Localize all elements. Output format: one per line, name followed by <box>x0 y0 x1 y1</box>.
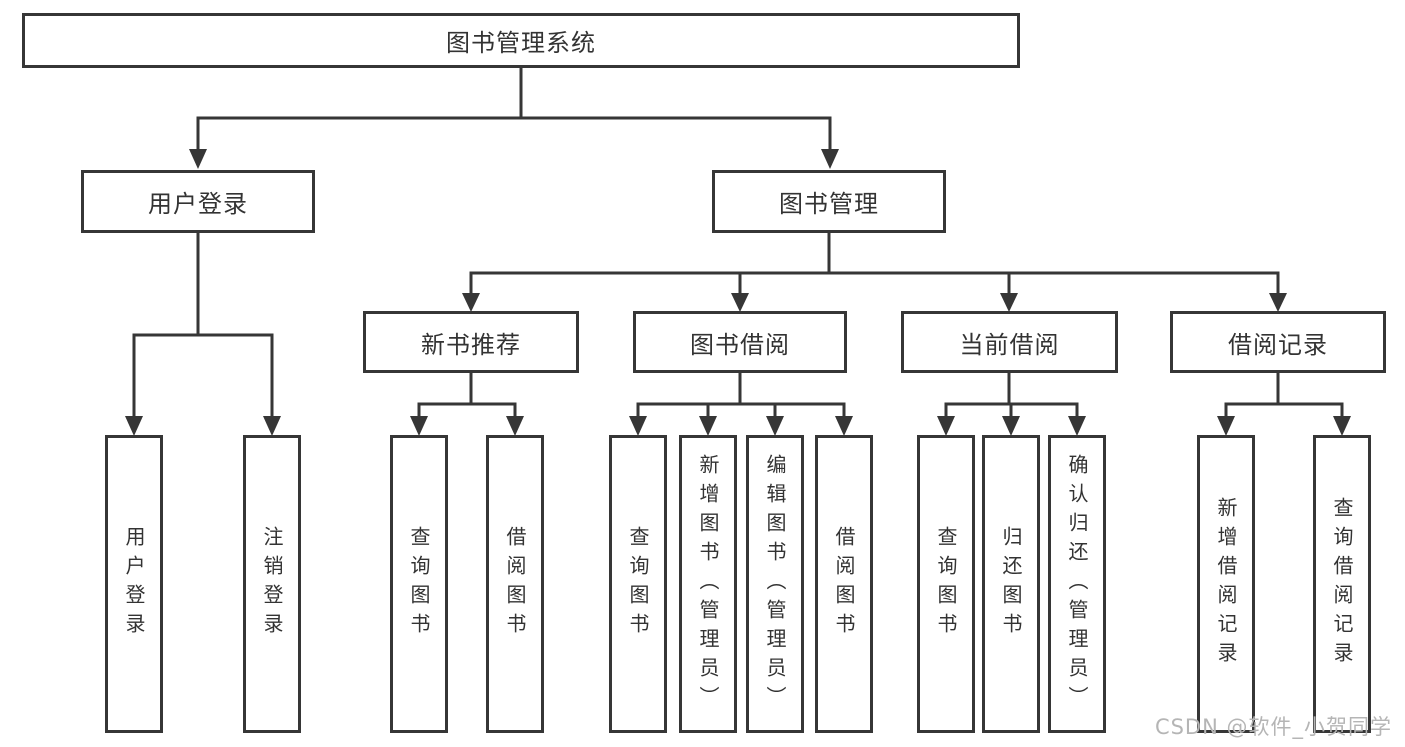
leaf-nb-borrow-books: 借阅图书 <box>486 435 544 733</box>
leaf-logout: 注销登录 <box>243 435 301 733</box>
edges-user-login-branch <box>132 231 274 418</box>
leaf-cb-confirm-return-admin: 确认归还（管理员） <box>1048 435 1106 733</box>
leaf-bb-edit-books-admin: 编辑图书（管理员） <box>746 435 804 733</box>
leaf-nb-query-books: 查询图书 <box>390 435 448 733</box>
node-library-system-label: 图书管理系统 <box>446 29 596 57</box>
node-borrowing-records-label: 借阅记录 <box>1228 330 1328 359</box>
node-user-login-label: 用户登录 <box>148 190 248 218</box>
leaf-br-add-record-label: 新增借阅记录 <box>1214 497 1238 671</box>
leaf-user-login: 用户登录 <box>105 435 163 733</box>
edges-leaf-branches <box>417 371 1344 419</box>
leaf-cb-confirm-return-admin-label: 确认归还（管理员） <box>1065 453 1089 715</box>
leaf-bb-add-books-admin-label: 新增图书（管理员） <box>696 453 720 715</box>
leaf-cb-return-books-label: 归还图书 <box>999 526 1023 642</box>
arrowhead-icons <box>125 149 1351 436</box>
leaf-cb-return-books: 归还图书 <box>982 435 1040 733</box>
leaf-br-add-record: 新增借阅记录 <box>1197 435 1255 733</box>
leaf-bb-query-books-label: 查询图书 <box>626 526 650 642</box>
leaf-bb-edit-books-admin-label: 编辑图书（管理员） <box>763 453 787 715</box>
node-new-book-recommend: 新书推荐 <box>363 311 579 373</box>
watermark: CSDN @软件_小贺同学 <box>1154 715 1392 739</box>
node-book-borrowing-label: 图书借阅 <box>690 330 790 359</box>
edges-level1 <box>196 66 832 150</box>
leaf-br-query-record: 查询借阅记录 <box>1313 435 1371 733</box>
leaf-user-login-label: 用户登录 <box>122 526 146 642</box>
node-book-management: 图书管理 <box>712 170 946 233</box>
node-book-management-label: 图书管理 <box>779 190 879 218</box>
node-borrowing-records: 借阅记录 <box>1170 311 1386 373</box>
edges-book-mgmt-branch <box>469 231 1280 295</box>
leaf-cb-query-books-label: 查询图书 <box>934 526 958 642</box>
leaf-bb-query-books: 查询图书 <box>609 435 667 733</box>
leaf-logout-label: 注销登录 <box>260 526 284 642</box>
leaf-br-query-record-label: 查询借阅记录 <box>1330 497 1354 671</box>
leaf-nb-borrow-books-label: 借阅图书 <box>503 526 527 642</box>
node-current-borrowing-label: 当前借阅 <box>959 330 1060 359</box>
leaf-nb-query-books-label: 查询图书 <box>407 526 431 642</box>
leaf-cb-query-books: 查询图书 <box>917 435 975 733</box>
node-new-book-recommend-label: 新书推荐 <box>421 330 521 359</box>
node-library-system: 图书管理系统 <box>22 13 1020 68</box>
node-current-borrowing: 当前借阅 <box>901 311 1118 373</box>
node-book-borrowing: 图书借阅 <box>633 311 847 373</box>
leaf-bb-borrow-books: 借阅图书 <box>815 435 873 733</box>
leaf-bb-add-books-admin: 新增图书（管理员） <box>679 435 737 733</box>
leaf-bb-borrow-books-label: 借阅图书 <box>832 526 856 642</box>
node-user-login: 用户登录 <box>81 170 315 233</box>
